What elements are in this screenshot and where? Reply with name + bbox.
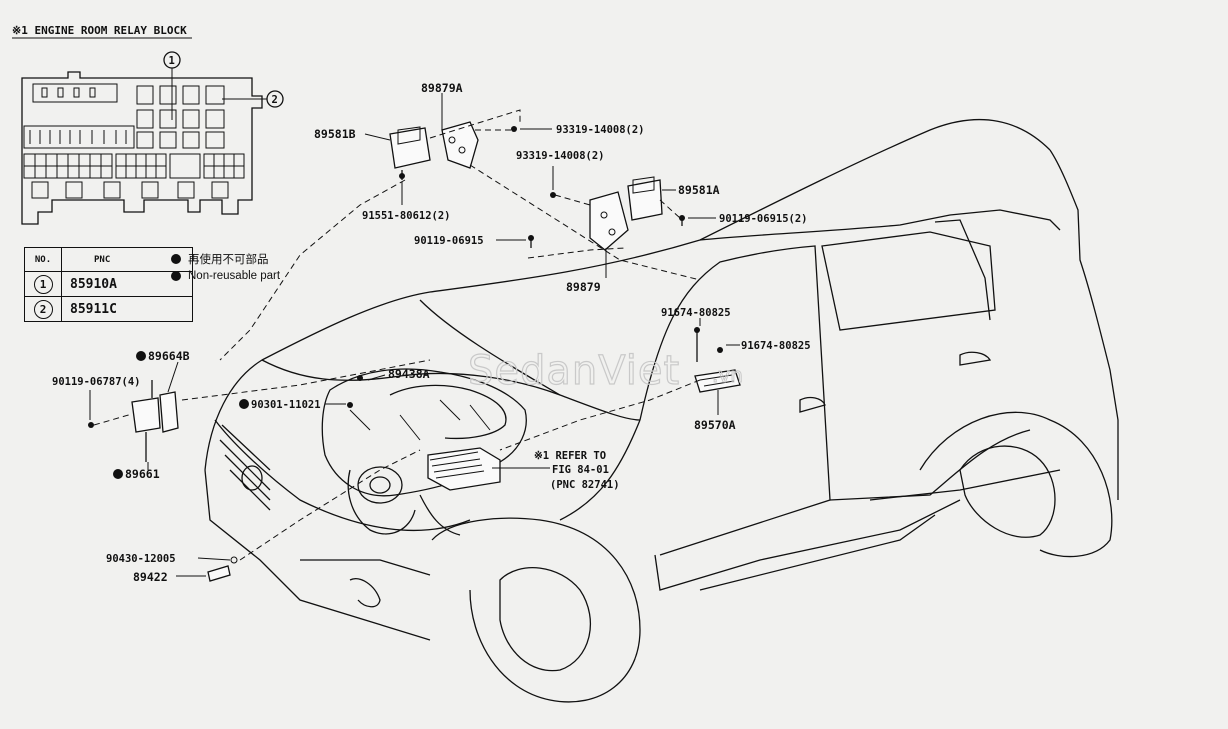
part-89879A-drawing (441, 121, 479, 169)
relay-block-drawing: 1 2 (21, 51, 284, 225)
label-leaders (89, 93, 740, 577)
legend-item: Non-reusable part (171, 267, 280, 284)
label-89581A: 89581A (678, 183, 720, 197)
legend-text-en: Non-reusable part (188, 269, 281, 282)
label-91674-b: 91674-80825 (741, 340, 811, 352)
pnc-header-no: NO. (24, 247, 62, 272)
dashed-leader-lines (93, 109, 701, 561)
label-89879A: 89879A (421, 81, 463, 95)
part-89581B-drawing (389, 126, 431, 180)
non-reusable-marker (113, 469, 123, 479)
label-90119-06787: 90119-06787(4) (52, 376, 141, 388)
part-89879-drawing (589, 191, 629, 251)
label-89438A: 89438A (388, 367, 430, 381)
non-reusable-marker (239, 399, 249, 409)
refer-line-2: FIG 84-01 (552, 464, 609, 476)
label-89661: 89661 (125, 467, 160, 481)
callout-2-label: 2 (272, 94, 278, 106)
label-93319-mid: 93319-14008(2) (516, 150, 605, 162)
label-90119-06915-2: 90119-06915(2) (719, 213, 808, 225)
legend: 再使用不可部品 Non-reusable part (171, 250, 280, 284)
relay-block-title: ※1 ENGINE ROOM RELAY BLOCK (12, 24, 187, 37)
pnc-no-cell: 2 (24, 296, 62, 322)
table-row: 1 85910A (24, 271, 193, 297)
label-89879: 89879 (566, 280, 601, 294)
pnc-no-cell: 1 (24, 271, 62, 297)
part-89581A-drawing (627, 176, 663, 221)
pnc-no-1: 1 (33, 274, 53, 294)
bolt-icons (88, 126, 685, 428)
watermark-suffix: .vn (712, 363, 743, 387)
refer-line-3: (PNC 82741) (550, 479, 620, 491)
pnc-table: NO. PNC 1 85910A 2 85911C (24, 247, 193, 322)
label-90430: 90430-12005 (106, 553, 176, 565)
label-89581B: 89581B (314, 127, 356, 141)
part-89661-drawing (131, 380, 161, 462)
legend-text-jp: 再使用不可部品 (188, 253, 269, 266)
part-89422-drawing (207, 556, 238, 582)
callout-1-label: 1 (169, 55, 175, 67)
label-91674-a: 91674-80825 (661, 307, 731, 319)
label-91551: 91551-80612(2) (362, 210, 451, 222)
pnc-table-header-row: NO. PNC (24, 247, 193, 272)
label-90301: 90301-11021 (251, 399, 321, 411)
table-row: 2 85911C (24, 296, 193, 322)
pnc-no-2: 2 (33, 299, 53, 319)
refer-line-1: ※1 REFER TO (534, 450, 606, 462)
label-93319-top: 93319-14008(2) (556, 124, 645, 136)
label-89664B: 89664B (148, 349, 190, 363)
part-89664B-drawing (159, 391, 179, 433)
legend-item: 再使用不可部品 (171, 250, 280, 267)
vehicle-outline (204, 118, 1119, 703)
watermark: SedanViet (468, 348, 680, 394)
label-89570A: 89570A (694, 418, 736, 432)
label-90119-06915: 90119-06915 (414, 235, 484, 247)
non-reusable-marker (136, 351, 146, 361)
label-89422: 89422 (133, 570, 168, 584)
engine-drawing (321, 368, 527, 536)
part-89570A-drawing (694, 327, 741, 393)
bullet-icon (171, 253, 181, 264)
bullet-icon (171, 270, 181, 281)
pnc-value-2: 85911C (61, 296, 193, 322)
